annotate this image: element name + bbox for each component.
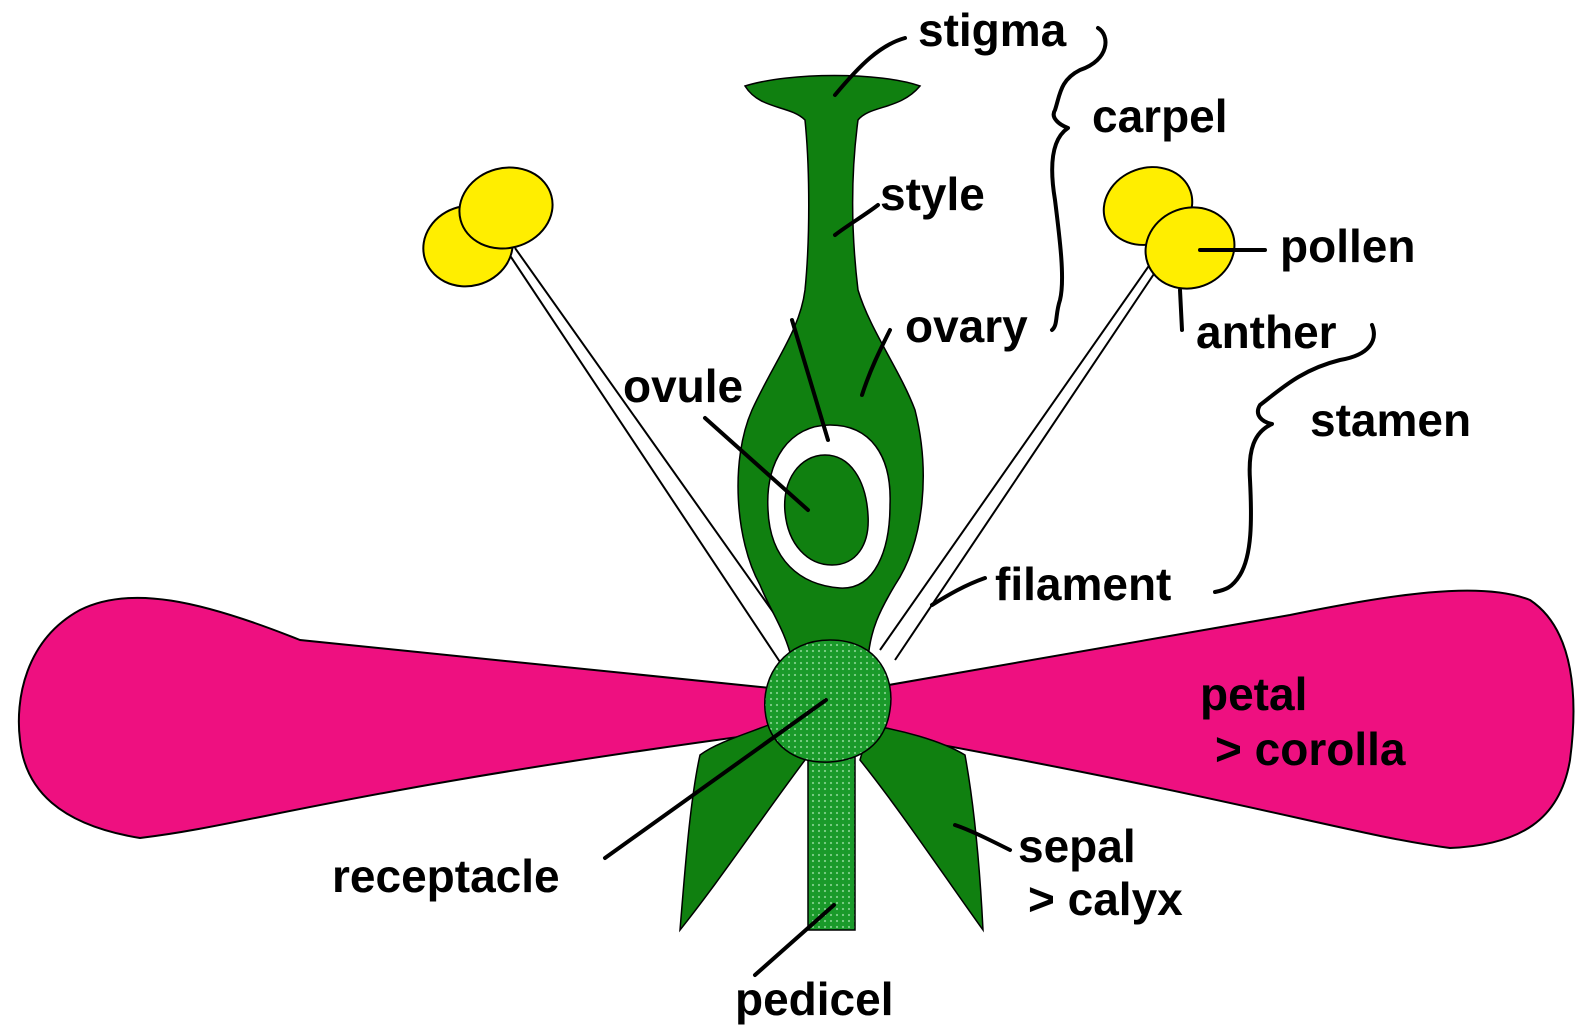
leader-pedicel [755, 905, 834, 975]
label-carpel: carpel [1092, 90, 1228, 142]
anther-left [414, 157, 562, 296]
label-filament: filament [995, 558, 1171, 610]
pedicel-shape [808, 740, 855, 930]
label-stamen: stamen [1310, 394, 1471, 446]
brace-carpel [1052, 28, 1105, 330]
anther-right [1093, 155, 1246, 301]
label-pedicel: pedicel [735, 973, 894, 1025]
label-ovule: ovule [623, 360, 743, 412]
label-stigma: stigma [918, 4, 1067, 56]
receptacle-shape [765, 640, 891, 762]
label-receptacle: receptacle [332, 850, 560, 902]
label-ovary: ovary [905, 300, 1028, 352]
brace-stamen [1215, 325, 1374, 592]
label-sepal: sepal [1018, 820, 1136, 872]
label-anther: anther [1196, 306, 1337, 358]
label-calyx: > calyx [1028, 873, 1183, 925]
label-style: style [880, 168, 985, 220]
label-pollen: pollen [1280, 220, 1415, 272]
label-corolla: > corolla [1215, 723, 1406, 775]
label-petal: petal [1200, 668, 1307, 720]
leader-anther [1180, 290, 1182, 330]
petal-left [19, 598, 790, 838]
sepal-left [680, 720, 805, 930]
